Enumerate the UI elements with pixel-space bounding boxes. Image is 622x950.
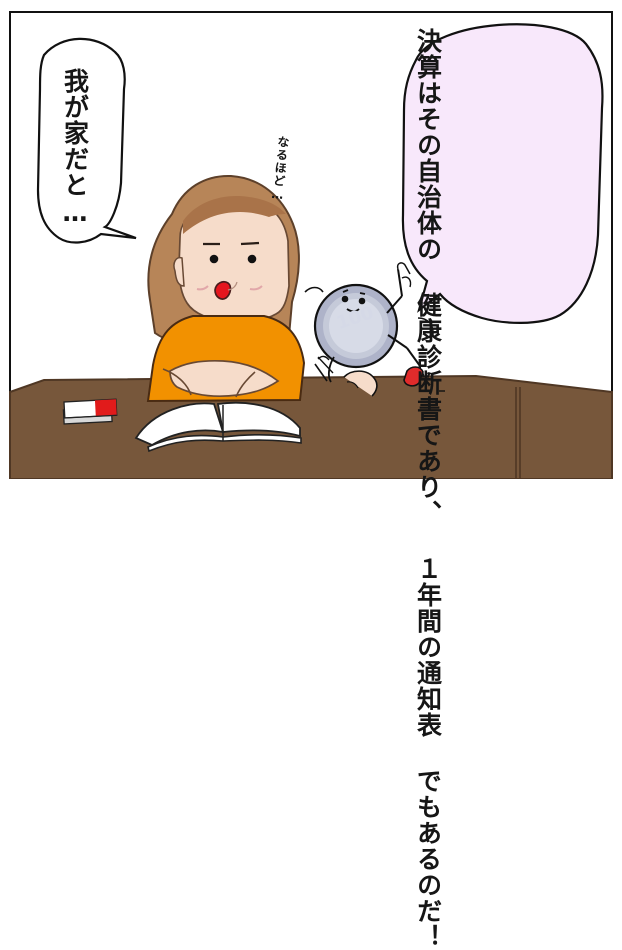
speech-text-main: 決算はその自治体の 健康診断書であり、 １年間の通知表 でもあるのだ！ (413, 28, 443, 950)
bankbook-icon (62, 398, 118, 425)
open-book (134, 402, 225, 447)
character-arms (169, 359, 280, 397)
comic-panel: 決算はその自治体の 健康診断書であり、 １年間の通知表 でもあるのだ！ 我が家だ… (9, 11, 613, 950)
table (9, 374, 613, 479)
speech-bubble-main (401, 23, 604, 324)
speech-bubble-left (36, 37, 137, 244)
comic-illustration (9, 11, 613, 479)
coin-character (313, 262, 445, 397)
speech-text-left: 我が家だと… (60, 68, 90, 228)
